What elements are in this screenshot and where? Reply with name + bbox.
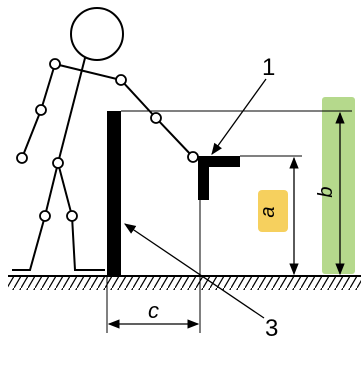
highlight-b [322,97,355,274]
label-part-1: 1 [262,54,275,81]
work-object [198,156,240,200]
stick-figure [12,7,194,271]
extension-lines [106,110,352,333]
label-dim-c: c [148,298,159,323]
highlight-a [258,190,288,232]
label-dim-b: b [315,186,337,197]
vertical-panel [107,111,121,276]
leader-1 [211,78,267,155]
figure-head [70,7,124,61]
label-part-3: 3 [265,315,278,342]
leader-3 [124,223,265,319]
label-dim-a: a [257,206,279,217]
figure-joints [16,58,199,222]
ground [8,275,361,290]
